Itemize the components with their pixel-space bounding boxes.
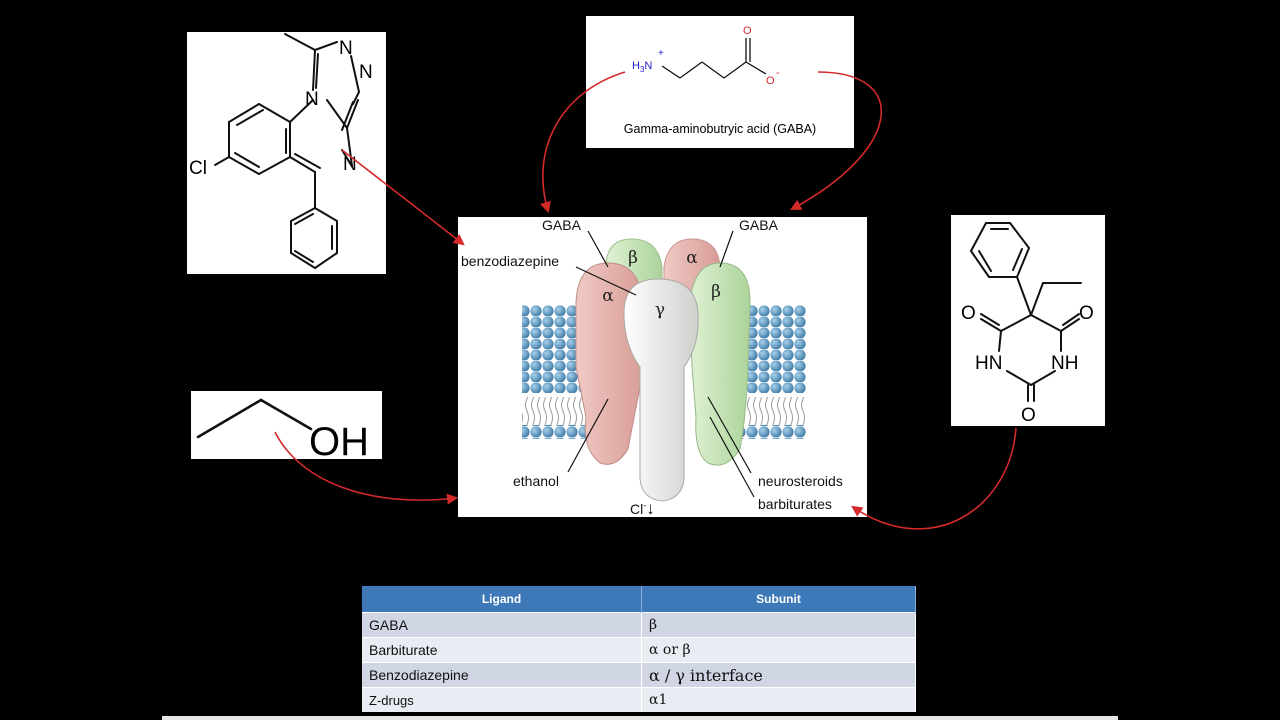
table-row: GABA β <box>362 612 916 638</box>
label-ethanol: ethanol <box>513 473 559 489</box>
gaba-structure: H3N + O O - Gamma-aminobutryic acid (GAB… <box>624 25 816 136</box>
gaba-amine-charge: + <box>658 48 664 59</box>
alprazolam-structure-panel: N N N N Cl <box>187 32 386 274</box>
gaba-amine-n: N <box>644 60 652 72</box>
subunit-letter-beta-back: β <box>628 248 638 268</box>
ethanol-structure: OH <box>196 398 369 464</box>
column-header-ligand: Ligand <box>362 586 642 613</box>
cell-ligand: Benzodiazepine <box>362 662 642 688</box>
subunit-letter-alpha-back: α <box>686 248 698 268</box>
subunit-beta-front <box>689 262 751 466</box>
cell-ligand: GABA <box>362 612 642 638</box>
label-gaba-right: GABA <box>739 217 778 233</box>
subunit-gamma <box>623 278 699 502</box>
cell-subunit: β <box>641 612 916 638</box>
label-benzodiazepine: benzodiazepine <box>461 253 560 269</box>
table-row: Benzodiazepine α / γ interface <box>362 662 916 688</box>
cell-subunit: α or β <box>641 637 916 663</box>
slide-bottom-bar <box>162 716 1118 720</box>
gaba-anion-charge: - <box>776 67 780 79</box>
phenobarbital-structure: O O O HN NH <box>961 222 1094 426</box>
phenobarbital-structure-panel: O O O HN NH <box>951 215 1105 426</box>
subunit-letter-alpha-front: α <box>602 286 614 306</box>
table-row: Z-drugs α1 <box>362 687 916 712</box>
atom-nh-left: HN <box>975 353 1002 374</box>
atom-n1: N <box>339 38 353 59</box>
atom-o-left: O <box>961 303 976 324</box>
cell-subunit: α / γ interface <box>641 662 916 688</box>
label-neurosteroids: neurosteroids <box>758 473 843 489</box>
gaba-anion-o: O <box>766 75 775 87</box>
gaba-a-receptor-panel: β α α γ β GABA GABA benzodiazepine ethan… <box>458 217 867 517</box>
label-leader-lines <box>567 230 755 498</box>
ligand-subunit-table: Ligand Subunit GABA β Barbiturate α or β… <box>362 586 916 712</box>
cell-ligand: Z-drugs <box>362 687 642 712</box>
chloride-flow-arrow-icon: ↓ <box>646 499 655 517</box>
gaba-carbonyl-o: O <box>743 25 752 37</box>
gaba-a-receptor-diagram: β α α γ β <box>522 230 806 502</box>
atom-n2: N <box>359 62 373 83</box>
gaba-caption: Gamma-aminobutryic acid (GABA) <box>624 122 816 136</box>
atom-cl: Cl <box>189 158 207 179</box>
subunit-letter-beta-front: β <box>711 282 721 302</box>
atom-n4: N <box>343 154 357 175</box>
alprazolam-structure: N N N N Cl <box>189 33 373 269</box>
atom-o-bottom: O <box>1021 405 1036 426</box>
label-chloride: Cl-↓ <box>630 500 655 517</box>
arrow-barbiturate-to-receptor <box>851 427 1017 530</box>
chloride-charge: - <box>643 500 647 511</box>
cell-subunit: α1 <box>641 687 916 712</box>
chloride-symbol: Cl <box>630 501 644 517</box>
table-row: Barbiturate α or β <box>362 637 916 663</box>
label-barbiturates: barbiturates <box>758 496 832 512</box>
svg-text:H3N: H3N <box>632 60 652 74</box>
table-header-row: Ligand Subunit <box>362 586 916 613</box>
atom-n3: N <box>305 89 319 110</box>
gaba-structure-panel: H3N + O O - Gamma-aminobutryic acid (GAB… <box>586 16 854 148</box>
ethanol-structure-panel: OH <box>191 391 382 464</box>
gaba-amine-subscript: 3 <box>640 65 645 74</box>
cell-ligand: Barbiturate <box>362 637 642 663</box>
ethanol-hydroxyl: OH <box>309 420 369 459</box>
label-gaba-left: GABA <box>542 217 581 233</box>
subunit-letter-gamma: γ <box>655 300 665 320</box>
gaba-amine-h: H <box>632 60 640 72</box>
atom-nh-right: NH <box>1051 353 1078 374</box>
column-header-subunit: Subunit <box>641 586 916 613</box>
atom-o-right: O <box>1079 303 1094 324</box>
